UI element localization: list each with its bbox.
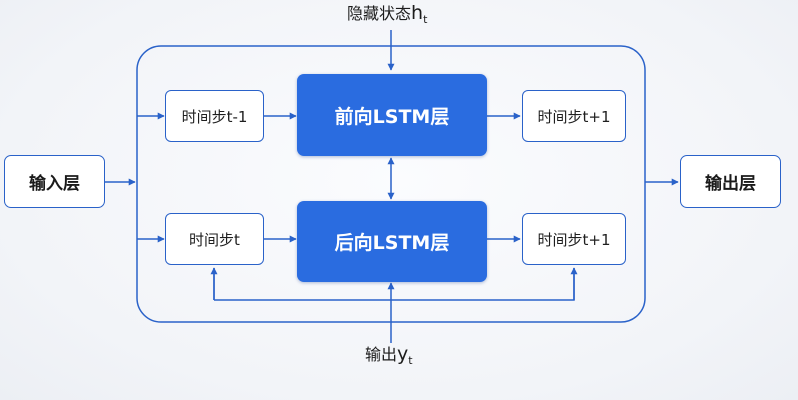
backward-right-step-label: 时间步t+1 [537, 230, 611, 249]
output-layer-label: 输出层 [705, 174, 756, 194]
backward-lstm-label: 后向LSTM层 [334, 232, 450, 254]
input-layer-label: 输入层 [29, 174, 80, 194]
forward-right-step-label: 时间步t+1 [537, 107, 611, 126]
forward-left-step-label: 时间步t-1 [181, 107, 248, 126]
output-yt-label: 输出yt [365, 343, 413, 367]
hidden-state-label: 隐藏状态ht [347, 2, 428, 26]
forward-right-step-box: 时间步t+1 [522, 90, 626, 142]
backward-left-step-label: 时间步t [189, 230, 240, 249]
backward-left-step-box: 时间步t [165, 213, 264, 265]
forward-left-step-box: 时间步t-1 [165, 90, 264, 142]
forward-lstm-box: 前向LSTM层 [297, 74, 487, 156]
forward-lstm-label: 前向LSTM层 [334, 105, 450, 128]
backward-lstm-box: 后向LSTM层 [297, 201, 487, 282]
backward-right-step-box: 时间步t+1 [522, 213, 626, 265]
input-layer-box: 输入层 [4, 155, 105, 208]
output-layer-box: 输出层 [680, 155, 781, 208]
